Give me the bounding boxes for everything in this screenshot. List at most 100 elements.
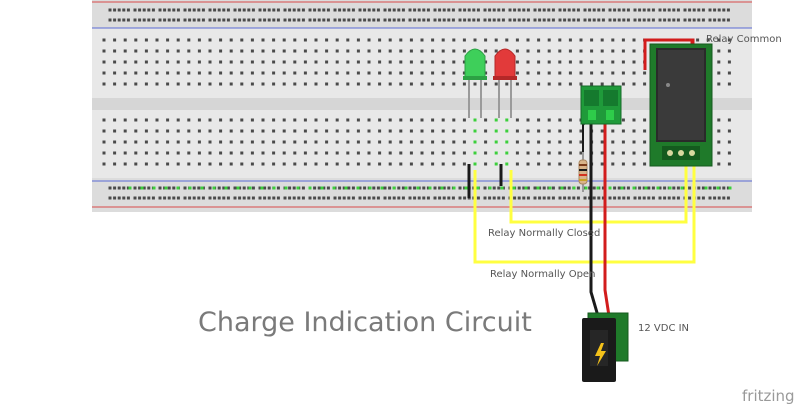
breadboard-hole [346,151,350,155]
breadboard-hole [144,71,148,75]
breadboard-hole [144,151,148,155]
breadboard-hole [608,18,612,22]
breadboard-hole [438,18,442,22]
breadboard-hole [261,82,265,86]
label-relay-normally-open: Relay Normally Open [490,269,595,280]
breadboard-hole [383,18,387,22]
breadboard-hole [197,38,201,42]
breadboard-hole [356,151,360,155]
breadboard-hole [638,8,642,12]
breadboard-hole [420,129,424,133]
breadboard-hole [537,129,541,133]
breadboard-hole [197,162,201,166]
breadboard-hole [176,140,180,144]
breadboard-hole [701,186,705,190]
breadboard-hole [441,49,445,53]
breadboard-hole [293,60,297,64]
breadboard-hole [473,140,477,144]
breadboard-hole [238,196,242,200]
breadboard-hole [378,140,382,144]
breadboard-hole [638,18,642,22]
breadboard-hole [597,196,601,200]
breadboard-hole [462,151,466,155]
breadboard-hole [335,151,339,155]
breadboard-hole [505,162,509,166]
breadboard-hole [567,186,571,190]
breadboard-hole [663,186,667,190]
breadboard-hole [537,60,541,64]
breadboard-hole [613,8,617,12]
breadboard-hole [163,8,167,12]
breadboard-hole [568,129,572,133]
breadboard-hole [726,186,730,190]
breadboard-hole [338,186,342,190]
breadboard-hole [297,18,301,22]
breadboard-hole [441,140,445,144]
breadboard-hole [113,71,117,75]
breadboard-hole [611,82,615,86]
breadboard-hole [399,162,403,166]
breadboard-hole [224,186,228,190]
breadboard-hole [458,8,462,12]
breadboard-hole [621,140,625,144]
breadboard-hole [567,8,571,12]
breadboard-hole [142,186,146,190]
breadboard-hole [308,18,312,22]
breadboard-hole [208,38,212,42]
breadboard-hole [338,196,342,200]
breadboard-hole [533,196,537,200]
breadboard-hole [558,162,562,166]
breadboard-hole [522,196,526,200]
breadboard-hole [431,151,435,155]
breadboard-hole [123,38,127,42]
label-power-in: 12 VDC IN [638,323,689,334]
breadboard-hole [467,18,471,22]
breadboard-hole [658,18,662,22]
breadboard-hole [441,82,445,86]
breadboard-hole [140,186,144,190]
breadboard-hole [166,140,170,144]
breadboard-hole [155,118,159,122]
breadboard-hole [208,186,212,190]
breadboard-hole [621,118,625,122]
breadboard-hole [727,38,731,42]
breadboard-hole [363,196,367,200]
breadboard-hole [676,186,680,190]
breadboard-hole [433,18,437,22]
breadboard-hole [272,118,276,122]
breadboard-hole [108,196,112,200]
breadboard-hole [583,196,587,200]
breadboard-hole [408,18,412,22]
breadboard-hole [515,162,519,166]
breadboard-hole [658,8,662,12]
breadboard-hole [282,38,286,42]
breadboard-hole [378,82,382,86]
breadboard-hole [346,60,350,64]
breadboard-hole [176,8,180,12]
breadboard-hole [420,60,424,64]
breadboard-hole [356,60,360,64]
breadboard-hole [463,8,467,12]
breadboard-hole [452,49,456,53]
breadboard-hole [579,151,583,155]
breadboard-hole [473,129,477,133]
breadboard-hole [197,186,201,190]
breadboard-hole [358,18,362,22]
breadboard-hole [717,162,721,166]
breadboard-hole [113,140,117,144]
breadboard-hole [272,151,276,155]
breadboard-hole [248,186,252,190]
breadboard-hole [247,196,251,200]
breadboard-hole [431,118,435,122]
breadboard-hole [717,60,721,64]
breadboard-hole [672,186,676,190]
breadboard-hole [172,8,176,12]
breadboard-hole [367,38,371,42]
breadboard-hole [388,38,392,42]
breadboard-hole [420,49,424,53]
breadboard-hole [197,18,201,22]
breadboard-hole [325,140,329,144]
breadboard-hole [643,162,647,166]
breadboard-hole [147,8,151,12]
breadboard-hole [515,118,519,122]
